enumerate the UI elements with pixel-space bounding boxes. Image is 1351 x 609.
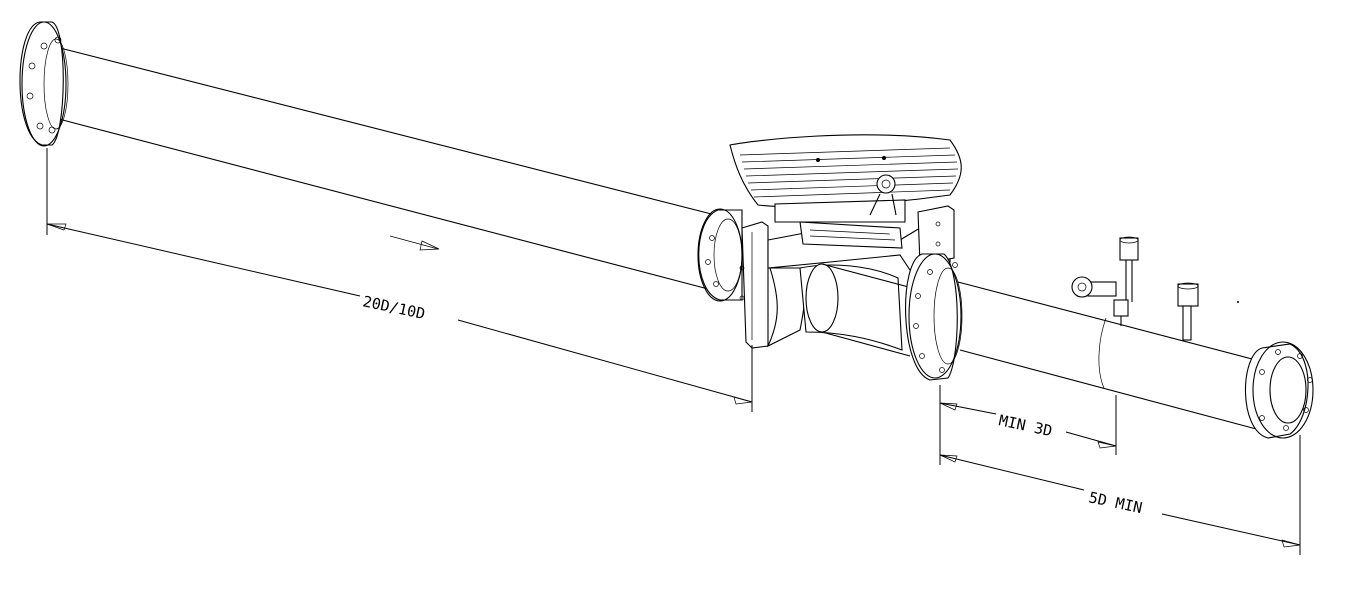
downstream-outlet-flange <box>1244 341 1314 439</box>
downstream-pipe <box>957 236 1314 439</box>
temperature-transmitter <box>1071 236 1139 326</box>
upstream-length-label: 20D/10D <box>361 292 427 323</box>
downstream-length-label: 5D MIN <box>1087 488 1144 517</box>
meter-outlet-flange <box>905 253 963 381</box>
meter-body <box>697 134 963 381</box>
flow-direction-arrow <box>389 235 440 251</box>
dimension-upstream: 20D/10D <box>46 148 753 412</box>
pressure-tap-distance-label: MIN 3D <box>997 411 1054 440</box>
pressure-transmitter <box>1177 282 1239 341</box>
upstream-inlet-flange <box>19 21 69 147</box>
meter-inlet-flange <box>697 208 743 302</box>
upstream-pipe <box>19 21 736 291</box>
dimension-downstream: 5D MIN <box>939 435 1301 555</box>
electronics-enclosure <box>729 134 962 223</box>
dimension-pressure-tap: MIN 3D <box>939 385 1117 465</box>
